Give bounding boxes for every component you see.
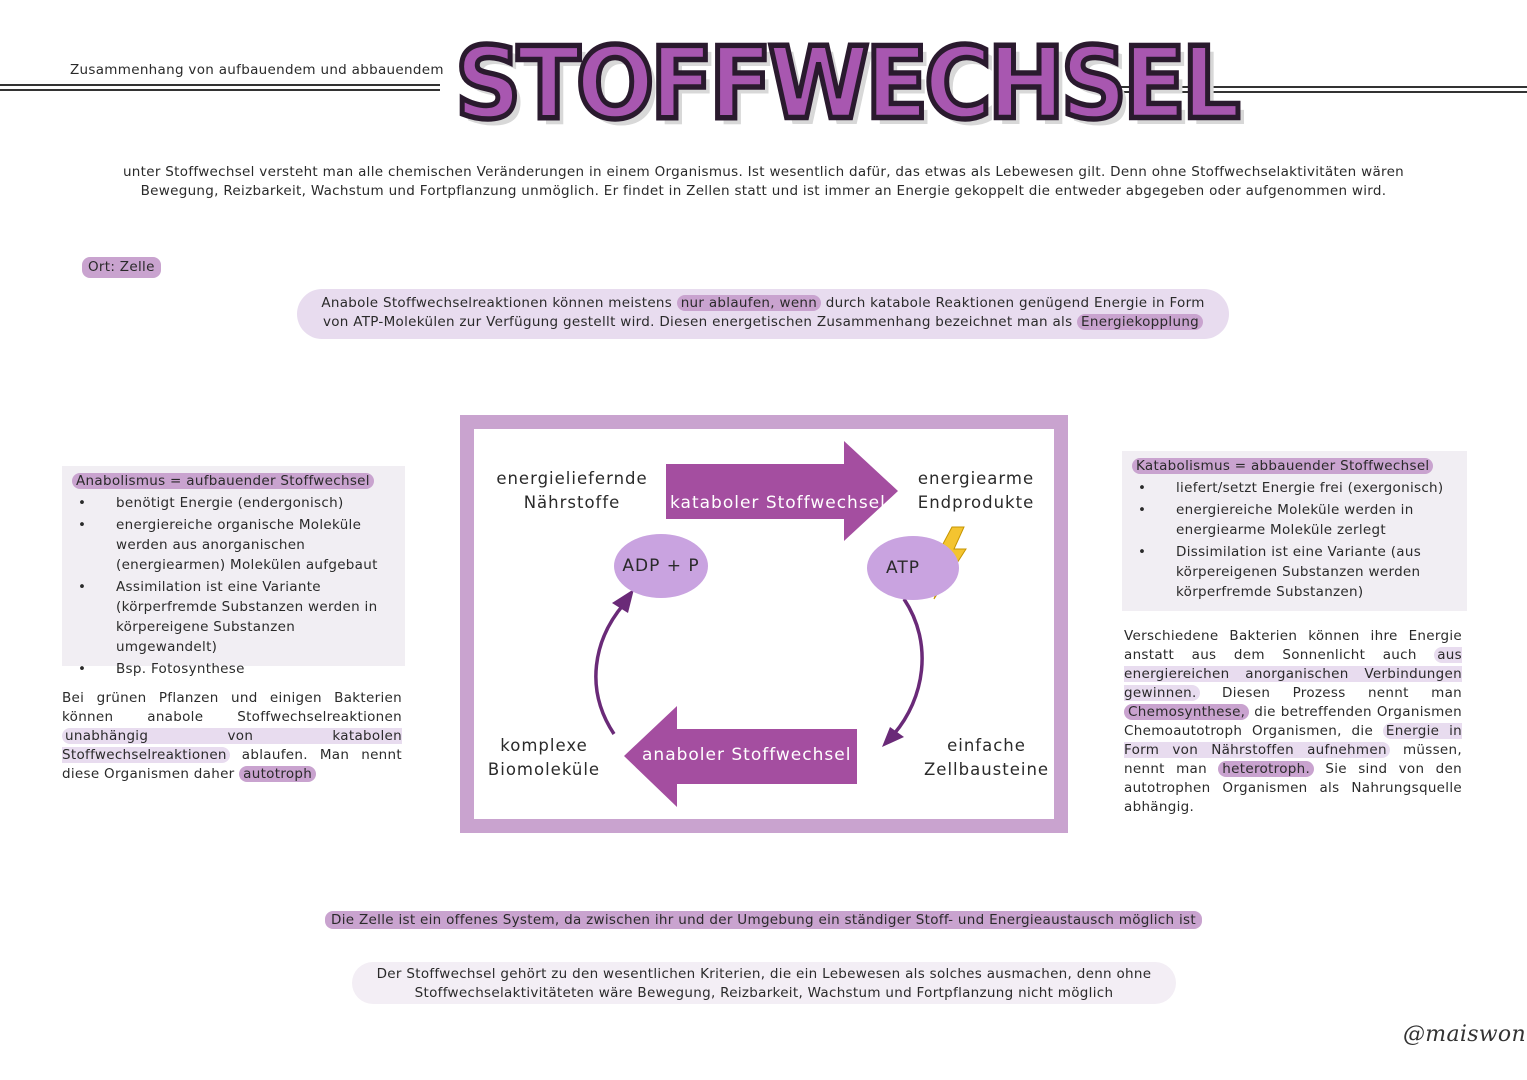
text: Anabole Stoffwechselreaktionen können me… (321, 295, 677, 311)
header-subtitle: Zusammenhang von aufbauendem und abbauen… (70, 62, 444, 78)
catabolism-box: Katabolismus = abbauender Stoffwechsel l… (1122, 451, 1467, 611)
text: Diesen Prozess nennt man (1199, 685, 1462, 701)
list-item: Dissimilation ist eine Variante (aus kör… (1132, 542, 1457, 602)
label-nutrients: energieliefernde Nährstoffe (496, 469, 648, 512)
anabolic-arrow (624, 706, 857, 807)
label-catabolic: kataboler Stoffwechsel (670, 493, 886, 513)
label-end-products: energiearme Endprodukte (917, 469, 1035, 512)
closing-line-2: Stoffwechselaktivitäteten wäre Bewegung,… (414, 985, 1114, 1001)
text: Bei grünen Pflanzen und einigen Bakterie… (62, 690, 402, 725)
highlight: autotroph (239, 766, 317, 782)
label-anabolic: anaboler Stoffwechsel (642, 745, 852, 765)
text: Sie sind von den autotrophen Organismen … (1124, 761, 1462, 815)
autotroph-note: Bei grünen Pflanzen und einigen Bakterie… (62, 689, 402, 784)
list-item: benötigt Energie (endergonisch) (72, 493, 395, 513)
list-item: energiereiche organische Moleküle werden… (72, 515, 395, 575)
label-biomolecules: komplexe Biomoleküle (487, 736, 601, 779)
intro-line-2: Bewegung, Reizbarkeit, Wachstum und Fort… (140, 183, 1387, 199)
label-cell-components: einfache Zellbausteine (924, 736, 1050, 779)
diagram-arrows (594, 441, 967, 807)
metabolism-diagram: energieliefernde Nährstoffe kataboler St… (460, 415, 1068, 833)
cycle-arrow-right (892, 598, 924, 736)
text: müssen, nennt man (1124, 742, 1462, 777)
intro-text: unter Stoffwechsel versteht man alle che… (0, 163, 1527, 201)
intro-line-1: unter Stoffwechsel versteht man alle che… (122, 164, 1405, 180)
list-item: liefert/setzt Energie frei (exergonisch) (1132, 478, 1457, 498)
highlight: Chemosynthese, (1124, 704, 1250, 720)
header-rule-left (0, 84, 440, 91)
list-item: Bsp. Fotosynthese (72, 659, 395, 679)
list-item: Assimilation ist eine Variante (körperfr… (72, 577, 395, 657)
text: die betreffenden Organismen Chemoautotro… (1124, 704, 1462, 739)
highlight: heterotroph. (1218, 761, 1315, 777)
open-system-text: Die Zelle ist ein offenes System, da zwi… (0, 911, 1527, 930)
highlight: Die Zelle ist ein offenes System, da zwi… (325, 911, 1202, 929)
location-badge: Ort: Zelle (82, 257, 161, 278)
energy-coupling-box: Anabole Stoffwechselreaktionen können me… (297, 289, 1229, 339)
atp-oval: ATP (867, 536, 959, 600)
text: ablaufen. Man nennt diese Organismen dah… (62, 747, 402, 782)
highlight: nur ablaufen, wenn (676, 295, 822, 311)
closing-box: Der Stoffwechsel gehört zu den wesentlic… (352, 962, 1176, 1004)
chemosynthesis-note: Verschiedene Bakterien können ihre Energ… (1124, 627, 1462, 817)
text: durch katabole Reaktionen genügend Energ… (821, 295, 1205, 311)
cycle-arrowhead-left (612, 589, 634, 613)
adp-oval: ADP + P (614, 534, 708, 598)
anabolism-box: Anabolismus = aufbauender Stoffwechsel b… (62, 466, 405, 679)
closing-line-1: Der Stoffwechsel gehört zu den wesentlic… (376, 966, 1152, 982)
catabolic-arrow (666, 441, 898, 541)
list-item: energiereiche Moleküle werden in energie… (1132, 500, 1457, 540)
highlight: Energiekopplung (1077, 314, 1204, 330)
text: Verschiedene Bakterien können ihre Energ… (1124, 628, 1462, 663)
header-rule-right (1090, 86, 1527, 93)
text: von ATP-Molekülen zur Verfügung gestellt… (322, 314, 1078, 330)
cycle-arrowhead-right (882, 727, 904, 747)
signature: @maiswon (1403, 1022, 1526, 1047)
cycle-arrow-left (594, 602, 626, 735)
anabolism-heading: Anabolismus = aufbauender Stoffwechsel (72, 473, 374, 489)
page-title: STOFFWECHSEL (452, 23, 1242, 144)
catabolism-heading: Katabolismus = abbauender Stoffwechsel (1132, 458, 1434, 474)
